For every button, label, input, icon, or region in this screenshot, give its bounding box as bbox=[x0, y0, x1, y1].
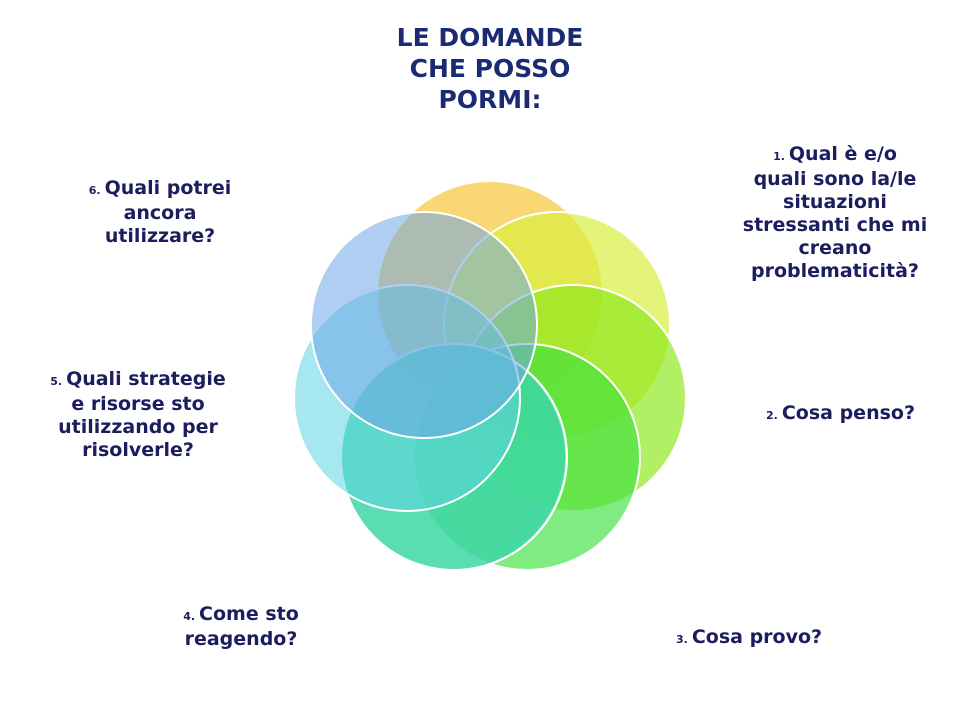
question-1-line-6: problematicità? bbox=[751, 260, 919, 282]
question-5-number: 5. bbox=[50, 375, 63, 388]
question-2-number: 2. bbox=[766, 409, 778, 422]
question-4-line-2: reagendo? bbox=[184, 628, 298, 650]
question-3: 3.Cosa provo? bbox=[676, 626, 876, 651]
question-3-number: 3. bbox=[676, 633, 688, 646]
petals bbox=[293, 180, 687, 571]
question-5-line-1: 5.Quali strategie bbox=[50, 368, 226, 390]
title-line-1: LE DOMANDE bbox=[396, 23, 584, 52]
question-6-line-2: ancora bbox=[123, 202, 197, 224]
question-3-line-1: 3.Cosa provo? bbox=[676, 626, 823, 648]
question-1-line-3: situazioni bbox=[783, 191, 887, 213]
question-5: 5.Quali strategie e risorse sto utilizza… bbox=[42, 368, 234, 462]
question-6-line-3: utilizzare? bbox=[104, 225, 216, 247]
question-5-line-4: risolverle? bbox=[82, 439, 194, 461]
question-6-line-1: 6.Quali potrei bbox=[88, 177, 232, 199]
question-5-line-2: e risorse sto bbox=[71, 393, 205, 415]
question-1-line-1: 1.Qual è e/o bbox=[773, 143, 897, 165]
question-1-line-5: creano bbox=[798, 237, 872, 259]
question-1-number: 1. bbox=[773, 150, 785, 163]
title-line-2: CHE POSSO bbox=[409, 54, 571, 83]
page-title: LE DOMANDE CHE POSSO PORMI: bbox=[340, 22, 640, 115]
question-2-line-1: 2.Cosa penso? bbox=[766, 402, 915, 424]
question-1-line-2: quali sono la/le bbox=[753, 168, 917, 190]
petal-blue bbox=[310, 211, 538, 439]
question-4-number: 4. bbox=[183, 610, 196, 623]
question-5-line-3: utilizzando per bbox=[58, 416, 218, 438]
question-6: 6.Quali potrei ancora utilizzare? bbox=[80, 177, 240, 248]
question-1-line-4: stressanti che mi bbox=[742, 214, 928, 236]
question-4-line-1: 4.Come sto bbox=[183, 603, 299, 625]
question-4: 4.Come sto reagendo? bbox=[166, 603, 316, 651]
question-2: 2.Cosa penso? bbox=[766, 402, 956, 427]
question-1: 1.Qual è e/o quali sono la/le situazioni… bbox=[735, 143, 935, 283]
question-6-number: 6. bbox=[88, 184, 101, 197]
title-line-3: PORMI: bbox=[438, 85, 542, 114]
